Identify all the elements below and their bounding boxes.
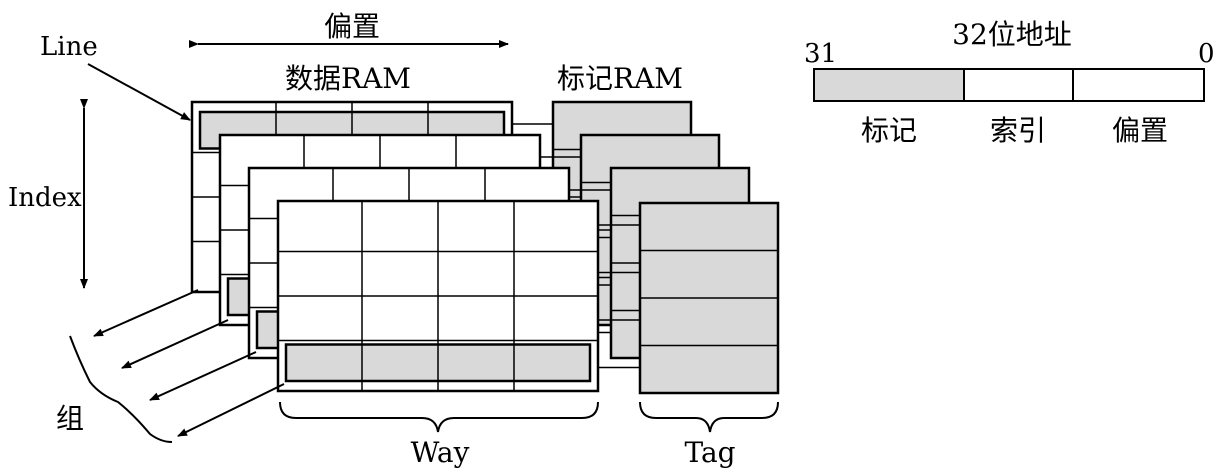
index-label: Index [8, 183, 82, 213]
set-arrow [149, 351, 257, 401]
set-arrow [93, 289, 199, 337]
address-field-tag: 标记 [861, 114, 917, 147]
group-label: 组 [56, 402, 84, 435]
data-ram-label: 数据RAM [285, 62, 411, 95]
line-arrow [87, 63, 191, 121]
tag-ram-label: 标记RAM [557, 62, 683, 95]
address-field-index: 索引 [990, 114, 1046, 147]
address-bit-high: 31 [804, 39, 837, 69]
address-offset-field [1072, 68, 1205, 102]
address-title: 32位地址 [952, 18, 1072, 51]
address-index-field [963, 68, 1074, 102]
way-label: Way [411, 436, 470, 469]
line-label: Line [40, 32, 98, 62]
address-field-offset: 偏置 [1112, 114, 1168, 147]
address-bit-low: 0 [1198, 39, 1215, 69]
way-brace [279, 401, 599, 433]
set-arrow [177, 383, 285, 437]
group-brace [69, 335, 173, 443]
set-arrow [121, 319, 229, 369]
offset-top-label: 偏置 [324, 10, 380, 43]
cache-ways [190, 100, 780, 395]
tag-label: Tag [684, 436, 735, 469]
cache-way-4 [276, 199, 780, 395]
address-tag-field [813, 68, 965, 102]
set-arrows [93, 289, 285, 437]
tag-brace [639, 401, 779, 433]
